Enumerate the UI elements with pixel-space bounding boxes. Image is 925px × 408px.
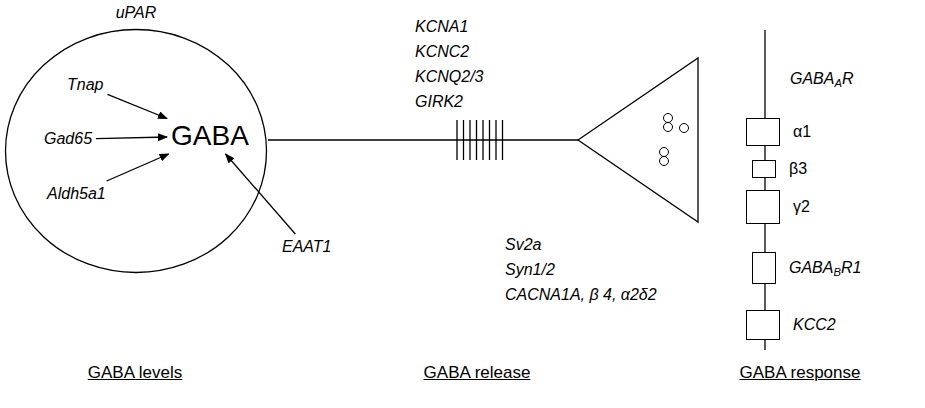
channel-label: GIRK2	[415, 93, 463, 111]
release-protein-label: Syn1/2	[505, 261, 555, 279]
cell-outline	[4, 28, 268, 274]
subscript: A	[834, 77, 841, 89]
gene-label: Gad65	[44, 130, 92, 148]
box-label: GABABR1	[789, 259, 861, 277]
transporter-label: EAAT1	[282, 238, 332, 256]
section-heading: GABA levels	[88, 363, 183, 383]
channel-label: KCNQ2/3	[415, 68, 483, 86]
channel-label: KCNA1	[415, 18, 468, 36]
box-label: β3	[789, 160, 807, 178]
release-protein-label: Sv2a	[505, 236, 541, 254]
axon-line	[268, 139, 578, 140]
subscript: B	[833, 266, 840, 278]
box-label: KCC2	[793, 316, 836, 334]
arrow-connector	[108, 94, 168, 118]
channel-ticks	[457, 120, 503, 160]
transporter-box: KCC2	[746, 310, 780, 340]
arrow-connector	[96, 137, 167, 139]
release-protein-label: CACNA1A, β 4, α2δ2	[505, 286, 657, 304]
gene-label: Aldh5a1	[47, 185, 106, 203]
channel-label: KCNC2	[415, 43, 469, 61]
axon-terminal	[578, 58, 698, 222]
synaptic-vesicles	[660, 114, 689, 166]
receptor-subunit-box: α1	[746, 118, 780, 146]
gene-label: Aldh5a1	[47, 185, 106, 203]
cell-body: uPARTnapGad65GABAAldh5a1	[4, 28, 268, 274]
gaba-label: GABA	[171, 122, 249, 150]
cell-heading: uPAR	[116, 4, 157, 22]
gene-label: Tnap	[67, 76, 103, 94]
section-heading: GABA release	[424, 363, 531, 383]
receptor-label: GABAAR	[790, 70, 854, 88]
receptor-box: GABABR1	[752, 252, 776, 284]
receptor-subunit-box: γ2	[746, 190, 780, 224]
arrow-connector	[107, 154, 169, 181]
box-label: α1	[793, 123, 811, 141]
gaba-label: GABA	[171, 122, 249, 150]
box-label: γ2	[793, 198, 810, 216]
gene-label: Tnap	[67, 76, 103, 94]
arrow-connector	[226, 154, 296, 234]
gene-label: Gad65	[44, 130, 92, 148]
section-heading: GABA response	[740, 363, 861, 383]
cell-membrane	[6, 30, 267, 273]
receptor-subunit-box: β3	[752, 160, 776, 178]
transporter-label: EAAT1	[282, 238, 332, 256]
